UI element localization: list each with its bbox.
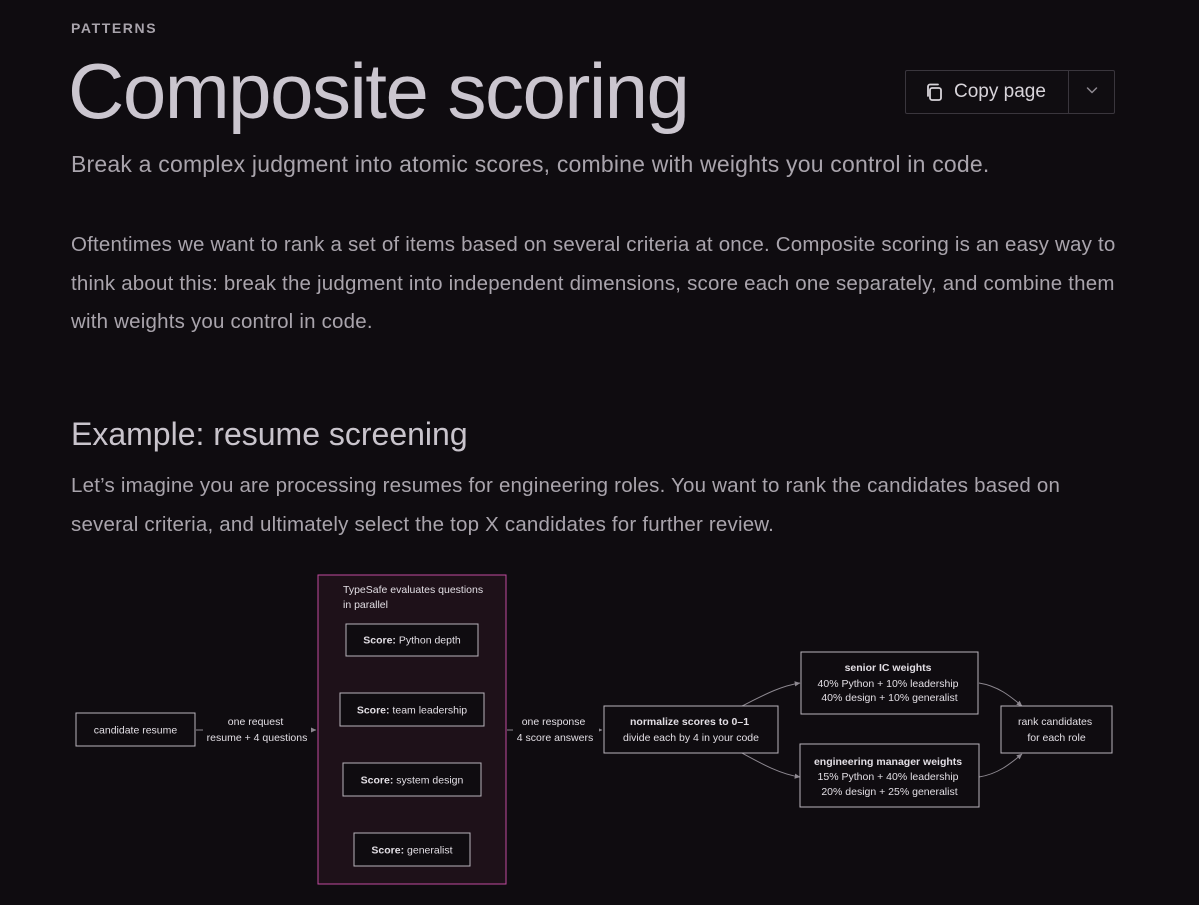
svg-text:senior IC weights 40% Py: senior IC weights 40% Python + 10% leade… [818,662,962,704]
rank-line-1: rank candidates [1018,716,1092,728]
parallel-evaluation-group [317,574,507,885]
chevron-down-icon [1085,83,1099,102]
example-paragraph: Let’s imagine you are processing resumes… [71,474,1061,536]
score-prefix: Score: [371,845,404,857]
manager-line-2: 20% design + 25% generalist [821,786,957,798]
section-label: PATTERNS [71,20,158,36]
svg-text:Score: team leadership: Score: team leadership [357,705,467,717]
svg-text:one request resume + 4 q: one request resume + 4 questions [207,716,308,744]
svg-text:rank candidates for each: rank candidates for each role [1018,716,1095,744]
response-edge-detail: 4 score answers [517,732,593,744]
senior-ic-line-2: 40% design + 10% generalist [821,692,957,704]
svg-text:engineering manager weights: engineering manager weights 15% Python +… [814,756,965,798]
edge-senior-to-rank [978,682,1023,707]
svg-text:Score: system design: Score: system design [361,775,464,787]
score-label: Python depth [396,635,461,647]
score-node [353,832,471,867]
intro-paragraph: Oftentimes we want to rank a set of item… [71,233,1116,333]
manager-title: engineering manager weights [814,756,962,768]
edge-manager-to-rank [978,753,1023,778]
candidate-resume-label: candidate resume [94,725,178,737]
svg-text:Score: Python depth: Score: Python depth [363,635,461,647]
request-edge-label: one request [228,716,284,728]
score-node [339,692,485,727]
score-prefix: Score: [357,705,390,717]
copy-page-control: Copy page [905,70,1115,114]
rank-line-2: for each role [1027,732,1086,744]
response-edge-label: one response [522,716,586,728]
score-label: system design [393,775,463,787]
score-label: generalist [404,845,453,857]
manager-line-1: 15% Python + 40% leadership [818,771,959,783]
normalize-node [603,705,779,754]
svg-text:TypeSafe evaluates questions: TypeSafe evaluates questions in parallel [343,584,486,611]
group-caption-line-2: in parallel [343,599,388,611]
engineering-manager-weights-node [799,743,980,808]
senior-ic-line-1: 40% Python + 10% leadership [818,678,959,690]
senior-ic-title: senior IC weights [845,662,932,674]
page-subtitle: Break a complex judgment into atomic sco… [71,151,990,177]
score-label: team leadership [390,705,468,717]
score-prefix: Score: [361,775,394,787]
edge-normalize-to-senior [741,681,801,707]
svg-text:Score: generalist: Score: generalist [371,845,452,857]
normalize-detail: divide each by 4 in your code [623,732,759,744]
normalize-title: normalize scores to 0–1 [630,716,749,728]
score-prefix: Score: [363,635,396,647]
score-node [345,623,479,657]
page-title: Composite scoring [68,47,690,135]
group-caption-line-1: TypeSafe evaluates questions [343,584,483,596]
rank-candidates-node [1000,705,1113,754]
score-node [342,762,482,797]
example-heading: Example: resume screening [71,416,468,452]
copy-icon [924,82,944,102]
copy-page-label: Copy page [954,81,1046,102]
copy-options-dropdown[interactable] [1068,71,1114,113]
svg-text:one response 4 score ans: one response 4 score answers [517,716,593,744]
request-edge-detail: resume + 4 questions [207,732,308,744]
svg-text:normalize scores to 0–1: normalize scores to 0–1 divide each by 4… [623,716,759,744]
senior-ic-weights-node [800,651,979,715]
edge-normalize-to-manager [741,752,801,779]
copy-page-button[interactable]: Copy page [906,71,1068,113]
candidate-resume-node [75,712,196,747]
